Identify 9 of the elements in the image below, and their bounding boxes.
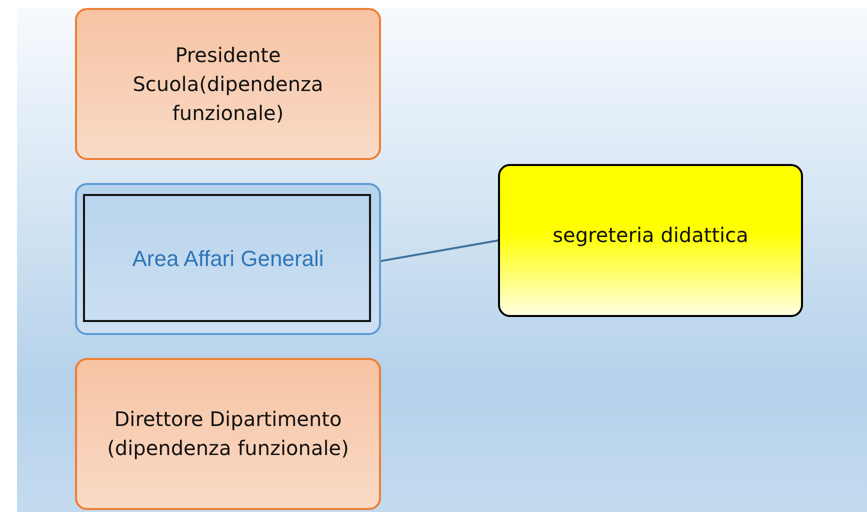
area-box: [75, 183, 381, 335]
role-box: [75, 8, 381, 160]
node-label: segreteria didattica: [552, 222, 748, 249]
role-box: [75, 358, 381, 510]
connector-line: [380, 240, 498, 262]
node-label: Area Affari Generali: [132, 245, 324, 274]
node-label: Direttore Dipartimento (dipendenza funzionale): [106, 406, 350, 462]
office-box: [498, 164, 803, 317]
node-label: Presidente Scuola(dipendenza funzionale): [132, 42, 324, 126]
